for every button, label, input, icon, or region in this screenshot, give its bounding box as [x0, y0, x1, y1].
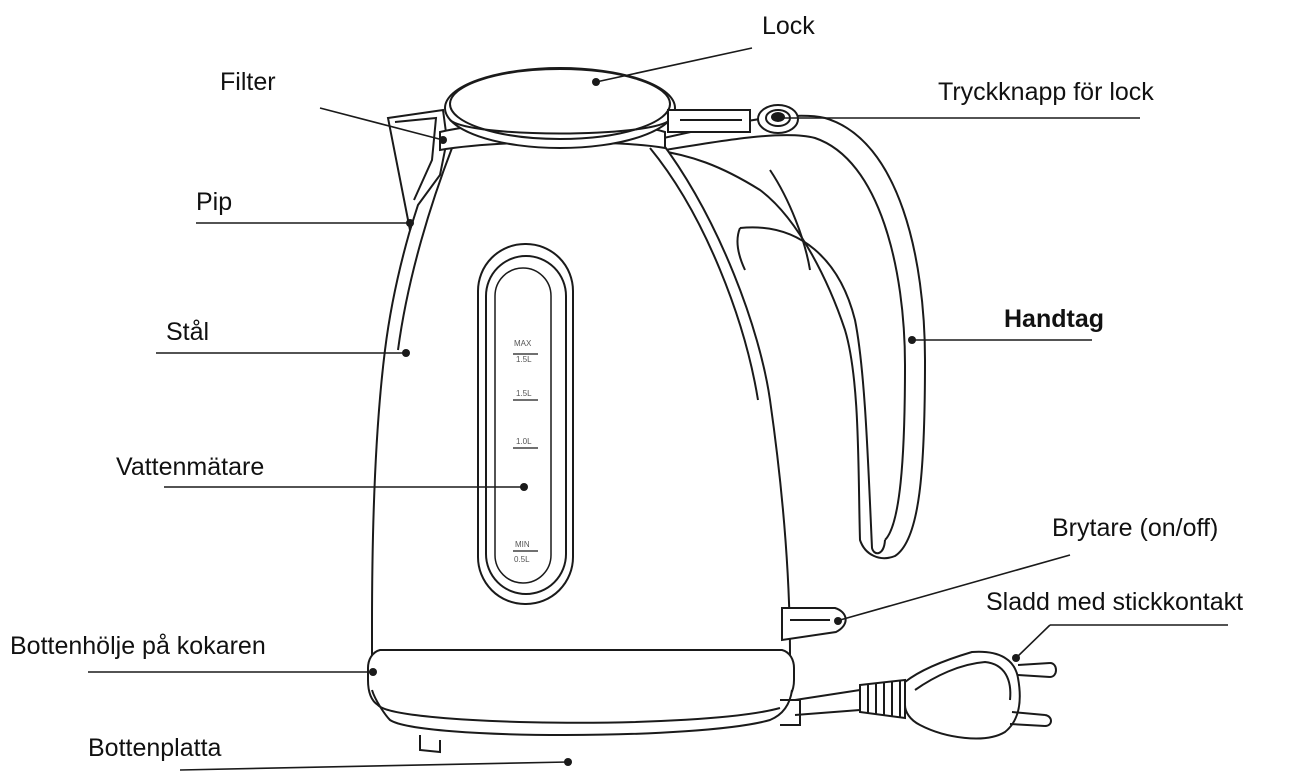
leader-lines — [88, 47, 1228, 771]
dot-stal — [402, 349, 410, 357]
dot-vattenmatare — [520, 483, 528, 491]
gauge-min-label: MIN — [515, 540, 530, 549]
label-bottenplatta: Bottenplatta — [88, 734, 222, 762]
leader-brytare — [839, 554, 1071, 621]
power-plug — [904, 650, 1057, 740]
water-window — [477, 243, 574, 605]
dot-lock — [592, 78, 600, 86]
dot-bottenholje — [369, 668, 377, 676]
label-bottenholje: Bottenhölje på kokaren — [10, 632, 266, 660]
power-cord — [794, 678, 906, 720]
gauge-mark-10: 1.0L — [516, 437, 532, 446]
label-filter: Filter — [220, 68, 276, 96]
gauge-max-volume: 1.5L — [516, 355, 532, 364]
label-handtag: Handtag — [1004, 305, 1104, 333]
label-lock: Lock — [762, 12, 815, 40]
handle — [654, 114, 927, 560]
lid-assembly — [439, 67, 751, 152]
dot-brytare — [834, 617, 842, 625]
spout — [386, 108, 449, 231]
label-stal: Stål — [166, 318, 210, 346]
leader-sladd — [1015, 624, 1051, 659]
gauge-markings: MAX 1.5L 1.5L 1.0L MIN 0.5L — [514, 339, 532, 564]
label-vattenmatare: Vattenmätare — [116, 453, 265, 481]
leader-filter — [319, 107, 444, 141]
leader-dots — [369, 78, 1020, 766]
kettle-body — [371, 139, 792, 656]
dot-pip — [406, 219, 414, 227]
gauge-max-label: MAX — [514, 339, 532, 348]
dot-bottenplatta — [564, 758, 572, 766]
label-brytare: Brytare (on/off) — [1052, 514, 1219, 542]
dot-filter — [439, 136, 447, 144]
gauge-mark-15: 1.5L — [516, 389, 532, 398]
kettle-base — [367, 649, 801, 754]
label-tryckknapp: Tryckknapp för lock — [938, 78, 1154, 106]
gauge-min-volume: 0.5L — [514, 555, 530, 564]
leader-lock — [595, 47, 753, 83]
leader-bottenplatta — [179, 761, 569, 771]
dot-handtag — [908, 336, 916, 344]
label-pip: Pip — [196, 188, 233, 216]
lid-release-button — [757, 104, 799, 134]
dot-sladd — [1012, 654, 1020, 662]
label-sladd: Sladd med stickkontakt — [986, 588, 1244, 616]
